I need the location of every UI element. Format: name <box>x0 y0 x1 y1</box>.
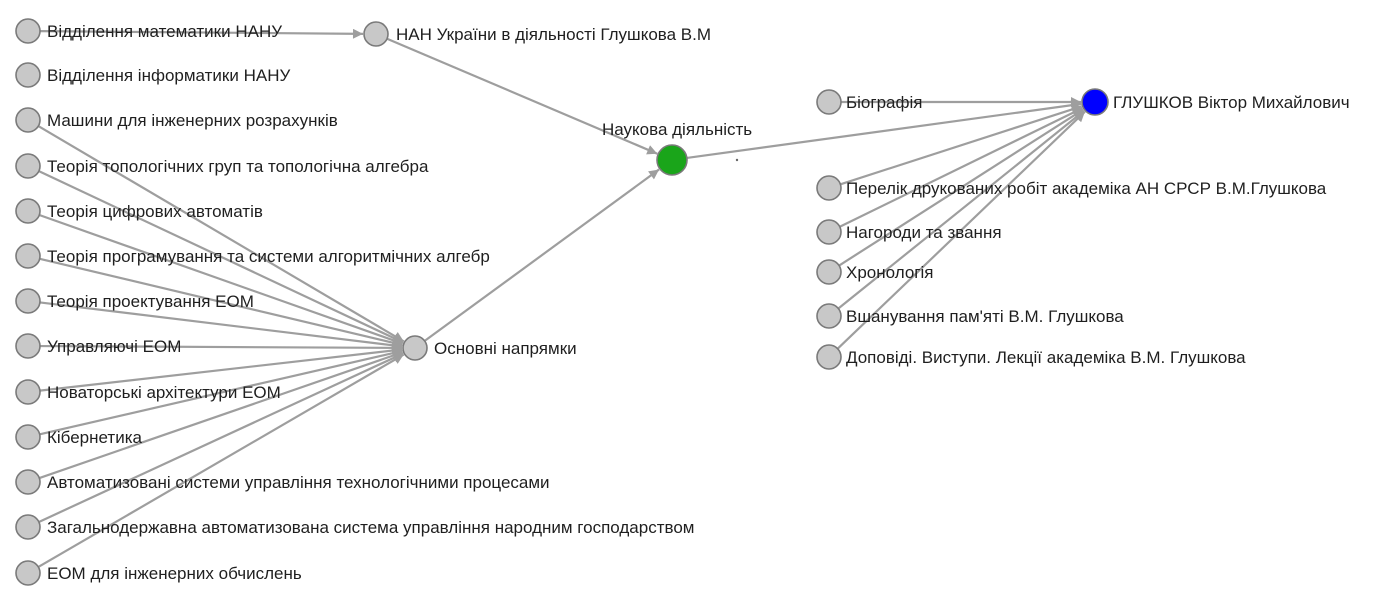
node-label-memory: Вшанування пам'яті В.М. Глушкова <box>846 307 1124 326</box>
node-label-machines: Машини для інженерних розрахунків <box>47 111 338 130</box>
node-label-directions: Основні напрямки <box>434 339 577 358</box>
node-circle-directions[interactable] <box>402 335 428 361</box>
node-machines[interactable]: Машини для інженерних розрахунків <box>15 107 338 133</box>
node-asutp[interactable]: Автоматизовані системи управління технол… <box>15 469 550 495</box>
node-label-works: Перелік друкованих робіт академіка АН СР… <box>846 179 1327 198</box>
node-topology[interactable]: Теорія топологічних груп та топологічна … <box>15 153 429 179</box>
node-circle-asutp[interactable] <box>15 469 41 495</box>
node-circle-inf_dept[interactable] <box>15 62 41 88</box>
edge-memory-to-root <box>837 109 1085 310</box>
node-ogas[interactable]: Загальнодержавна автоматизована система … <box>15 514 694 540</box>
node-circle-lectures[interactable] <box>816 344 842 370</box>
node-circle-biography[interactable] <box>816 89 842 115</box>
node-awards[interactable]: Нагороди та звання <box>816 219 1002 245</box>
edge-automata-to-directions <box>38 213 404 346</box>
node-circle-chronology[interactable] <box>816 259 842 285</box>
node-works[interactable]: Перелік друкованих робіт академіка АН СР… <box>816 175 1327 201</box>
node-circle-eng_comp[interactable] <box>15 560 41 586</box>
node-nan[interactable]: НАН України в діяльності Глушкова В.М <box>363 21 711 47</box>
node-circle-works[interactable] <box>816 175 842 201</box>
node-label-inf_dept: Відділення інформатики НАНУ <box>47 66 290 85</box>
node-label-eng_comp: ЕОМ для інженерних обчислень <box>47 564 302 583</box>
edge-science-to-root <box>686 100 1082 160</box>
node-circle-ogas[interactable] <box>15 514 41 540</box>
edge-asutp-to-directions <box>38 350 404 480</box>
node-cybernetics[interactable]: Кібернетика <box>15 424 143 450</box>
node-circle-root[interactable] <box>1081 88 1109 116</box>
node-circle-science[interactable] <box>656 144 688 176</box>
node-label-root: ГЛУШКОВ Віктор Михайлович <box>1113 93 1350 112</box>
edge-works-to-root <box>840 104 1083 186</box>
node-label-biography: Біографія <box>846 93 922 112</box>
node-circle-topology[interactable] <box>15 153 41 179</box>
edge-ogas-to-directions <box>38 352 404 523</box>
node-label-design: Теорія проектування ЕОМ <box>47 292 254 311</box>
node-lectures[interactable]: Доповіді. Виступи. Лекції академіка В.М.… <box>816 344 1246 370</box>
node-circle-nan[interactable] <box>363 21 389 47</box>
node-circle-math_dept[interactable] <box>15 18 41 44</box>
node-circle-memory[interactable] <box>816 303 842 329</box>
node-programming[interactable]: Теорія програмування та системи алгоритм… <box>15 243 490 269</box>
edge-cybernetics-to-directions <box>39 348 403 436</box>
node-biography[interactable]: Біографія <box>816 89 922 115</box>
node-label-novel_arch: Новаторські архітектури ЕОМ <box>47 383 281 402</box>
node-circle-novel_arch[interactable] <box>15 379 41 405</box>
node-label-chronology: Хронологія <box>846 263 933 282</box>
node-label-cybernetics: Кібернетика <box>47 428 143 447</box>
edge-novel_arch-to-directions <box>39 345 403 392</box>
stray-dot <box>735 158 739 162</box>
node-circle-design[interactable] <box>15 288 41 314</box>
node-label-lectures: Доповіді. Виступи. Лекції академіка В.М.… <box>846 348 1246 367</box>
edge-chronology-to-root <box>838 108 1084 267</box>
edge-design-to-directions <box>39 301 403 351</box>
node-eng_comp[interactable]: ЕОМ для інженерних обчислень <box>15 560 302 586</box>
node-directions[interactable]: Основні напрямки <box>402 335 577 361</box>
node-label-automata: Теорія цифрових автоматів <box>47 202 263 221</box>
edge-lectures-to-root <box>836 110 1086 350</box>
edge-math_dept-to-nan <box>39 28 364 39</box>
node-circle-automata[interactable] <box>15 198 41 224</box>
node-label-asutp: Автоматизовані системи управління технол… <box>47 473 550 492</box>
node-novel_arch[interactable]: Новаторські архітектури ЕОМ <box>15 379 281 405</box>
edge-control-to-directions <box>39 342 403 353</box>
node-math_dept[interactable]: Відділення математики НАНУ <box>15 18 282 44</box>
node-chronology[interactable]: Хронологія <box>816 259 933 285</box>
node-label-programming: Теорія програмування та системи алгоритм… <box>47 247 490 266</box>
node-circle-control[interactable] <box>15 333 41 359</box>
node-label-ogas: Загальнодержавна автоматизована система … <box>47 518 694 537</box>
edge-topology-to-directions <box>38 170 404 344</box>
edge-programming-to-directions <box>39 257 403 348</box>
node-label-control: Управляючі ЕОМ <box>47 337 181 356</box>
node-circle-awards[interactable] <box>816 219 842 245</box>
node-label-science: Наукова діяльність <box>602 120 752 139</box>
edges-layer <box>37 28 1086 568</box>
node-control[interactable]: Управляючі ЕОМ <box>15 333 181 359</box>
node-science[interactable]: Наукова діяльність <box>602 120 752 176</box>
node-root[interactable]: ГЛУШКОВ Віктор Михайлович <box>1081 88 1350 116</box>
node-inf_dept[interactable]: Відділення інформатики НАНУ <box>15 62 290 88</box>
node-label-math_dept: Відділення математики НАНУ <box>47 22 282 41</box>
node-label-awards: Нагороди та звання <box>846 223 1002 242</box>
node-label-topology: Теорія топологічних груп та топологічна … <box>47 157 429 176</box>
node-design[interactable]: Теорія проектування ЕОМ <box>15 288 254 314</box>
edge-machines-to-directions <box>37 125 405 343</box>
node-circle-machines[interactable] <box>15 107 41 133</box>
node-label-nan: НАН України в діяльності Глушкова В.М <box>396 25 711 44</box>
node-circle-programming[interactable] <box>15 243 41 269</box>
edge-nan-to-science <box>386 37 658 155</box>
node-memory[interactable]: Вшанування пам'яті В.М. Глушкова <box>816 303 1124 329</box>
edge-awards-to-root <box>839 107 1083 228</box>
edge-directions-to-science <box>424 168 660 342</box>
node-circle-cybernetics[interactable] <box>15 424 41 450</box>
edge-eng_comp-to-directions <box>37 353 405 568</box>
node-automata[interactable]: Теорія цифрових автоматів <box>15 198 263 224</box>
